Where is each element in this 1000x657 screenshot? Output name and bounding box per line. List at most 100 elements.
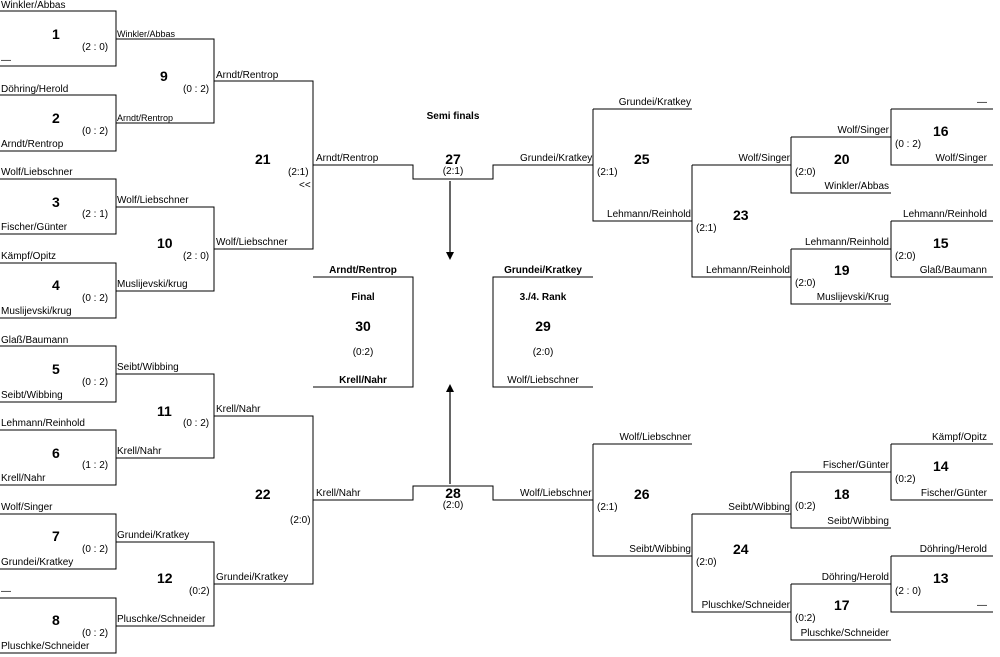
team-label: Arndt/Rentrop: [316, 153, 379, 164]
match-number: 27: [445, 151, 461, 167]
team-label: Fischer/Günter: [920, 488, 987, 499]
connector-m24: [691, 513, 791, 613]
team-label: Wolf/Singer: [935, 153, 987, 164]
match-score: (2 : 0): [895, 586, 922, 597]
final-team-bottom: Krell/Nahr: [339, 375, 387, 386]
team-label: Arndt/Rentrop: [216, 70, 279, 81]
connector-m14: [890, 443, 993, 501]
match-score: (2:0): [895, 251, 916, 262]
team-label: Wolf/Liebschner: [619, 432, 691, 443]
match-score: (2 : 0): [82, 42, 109, 53]
team-label: Pluschke/Schneider: [117, 614, 206, 625]
team-label: Fischer/Günter: [1, 222, 68, 233]
match-number: 19: [834, 262, 850, 278]
team-label: Grundei/Kratkey: [216, 572, 289, 583]
final-team-top: Arndt/Rentrop: [329, 265, 397, 276]
match-number: 13: [933, 570, 949, 586]
team-label: Winkler/Abbas: [117, 29, 176, 39]
match-number: 25: [634, 151, 650, 167]
team-label: Kämpf/Opitz: [931, 432, 987, 443]
team-label: Krell/Nahr: [117, 446, 162, 457]
team-label: Lehmann/Reinhold: [1, 418, 85, 429]
match-number: 3: [52, 194, 60, 210]
third-team-bottom: Wolf/Liebschner: [507, 375, 579, 386]
connector-m26: [592, 443, 692, 557]
connector-m17: [790, 583, 891, 641]
match-score: (0 : 2): [82, 628, 109, 639]
team-label: Glaß/Baumann: [1, 335, 69, 346]
team-label: Wolf/Singer: [837, 125, 889, 136]
connector-m20: [790, 136, 891, 194]
team-label: Seibt/Wibbing: [728, 502, 790, 513]
team-label: Wolf/Liebschner: [1, 167, 73, 178]
match-score: (0:2): [895, 474, 916, 485]
match-score: (0 : 2): [895, 139, 922, 150]
team-label: Pluschke/Schneider: [1, 641, 90, 652]
final-box: [313, 276, 414, 388]
team-label: Winkler/Abbas: [1, 0, 66, 11]
connector-m19: [790, 248, 891, 305]
match-number: 4: [52, 277, 60, 293]
match-score: (0 : 2): [183, 84, 210, 95]
team-label: —: [1, 55, 11, 66]
match-number: 23: [733, 207, 749, 223]
connector-m16: [890, 108, 993, 166]
match-score: (2 : 1): [82, 209, 109, 220]
team-label: Wolf/Singer: [738, 153, 790, 164]
match-number: 21: [255, 151, 271, 167]
connector-m23: [691, 164, 791, 278]
team-label: Krell/Nahr: [1, 473, 46, 484]
connector-m13: [890, 555, 993, 613]
third-match-number: 29: [535, 318, 551, 334]
team-label: —: [977, 97, 987, 108]
team-label: Lehmann/Reinhold: [903, 209, 987, 220]
third-team-top: Grundei/Kratkey: [504, 265, 582, 276]
team-label: Glaß/Baumann: [919, 265, 987, 276]
connector-m15: [890, 220, 993, 278]
team-label: Wolf/Liebschner: [117, 195, 189, 206]
team-label: Wolf/Liebschner: [216, 237, 288, 248]
team-label: Döhring/Herold: [1, 84, 69, 95]
team-label: Lehmann/Reinhold: [607, 209, 691, 220]
team-label: Wolf/Singer: [1, 502, 53, 513]
team-label: Lehmann/Reinhold: [805, 237, 889, 248]
connector-m28: [313, 485, 593, 501]
final-match-number: 30: [355, 318, 371, 334]
match-score: (2:0): [290, 515, 311, 526]
match-number: 11: [157, 403, 172, 419]
match-number: 8: [52, 612, 60, 628]
match-number: 10: [157, 235, 173, 251]
match-score: (2:0): [795, 167, 816, 178]
team-label: Grundei/Kratkey: [520, 153, 593, 164]
match-score: (2:1): [597, 502, 618, 513]
match-number: 16: [933, 123, 949, 139]
match-score: (0 : 2): [82, 544, 109, 555]
team-label: Seibt/Wibbing: [117, 362, 179, 373]
team-label: Seibt/Wibbing: [629, 544, 691, 555]
match-score: (0 : 2): [82, 126, 109, 137]
team-label: Kämpf/Opitz: [1, 251, 57, 262]
connector-m27: [313, 164, 593, 180]
match-score: (0:2): [795, 501, 816, 512]
match-number: 6: [52, 445, 60, 461]
match-number: 20: [834, 151, 850, 167]
match-number: 1: [52, 26, 60, 42]
match-score: (0 : 2): [82, 377, 109, 388]
match-note: <<: [299, 180, 311, 191]
team-label: —: [977, 600, 987, 611]
third-label: 3./4. Rank: [519, 292, 567, 303]
team-label: Fischer/Günter: [822, 460, 889, 471]
match-number: 12: [157, 570, 173, 586]
match-number: 28: [445, 485, 461, 501]
connector-m18: [790, 471, 891, 529]
team-label: Arndt/Rentrop: [117, 113, 174, 123]
team-label: —: [1, 586, 11, 597]
team-label: Grundei/Kratkey: [618, 97, 691, 108]
team-label: Döhring/Herold: [821, 572, 889, 583]
match-score: (2:1): [696, 223, 717, 234]
final-score: (0:2): [352, 347, 374, 358]
match-number: 5: [52, 361, 60, 377]
team-label: Muslijevski/krug: [117, 279, 188, 290]
